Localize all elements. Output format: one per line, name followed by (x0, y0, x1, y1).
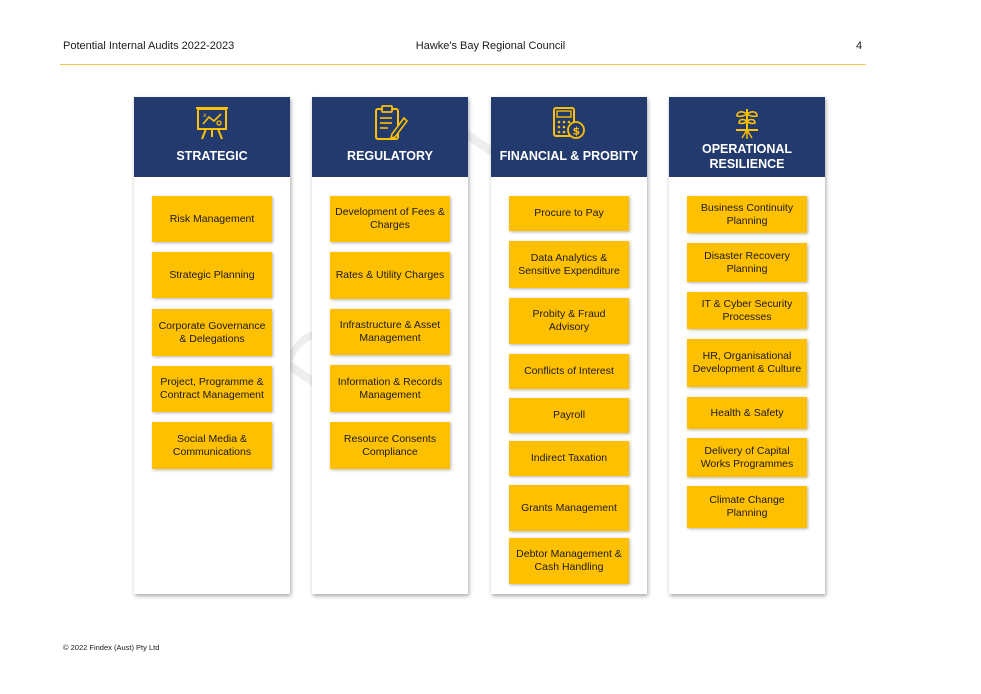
audit-item: Climate Change Planning (687, 486, 807, 528)
audit-item: Delivery of Capital Works Programmes (687, 438, 807, 477)
plant-roots-icon (727, 105, 767, 141)
audit-item: Indirect Taxation (509, 441, 629, 476)
financial-probity-column: $ FINANCIAL & PROBITY Procure to Pay Dat… (491, 97, 647, 594)
audit-item: Data Analytics & Sensitive Expenditure (509, 241, 629, 288)
audit-item: Social Media & Communications (152, 422, 272, 469)
audit-item: Procure to Pay (509, 196, 629, 231)
column-title: STRATEGIC (176, 149, 248, 163)
audit-item: Business Continuity Planning (687, 196, 807, 233)
calculator-dollar-icon: $ (549, 105, 589, 141)
column-title-line-1: OPERATIONAL (701, 142, 793, 156)
audit-item: Debtor Management & Cash Handling (509, 538, 629, 584)
regulatory-header: REGULATORY (312, 97, 468, 177)
audit-item: Development of Fees & Charges (330, 196, 450, 242)
operational-resilience-header: OPERATIONAL RESILIENCE (669, 97, 825, 177)
column-title: REGULATORY (347, 149, 433, 163)
document-title: Potential Internal Audits 2022-2023 (63, 40, 235, 52)
strategy-board-icon: x (192, 105, 232, 141)
audit-item: Conflicts of Interest (509, 354, 629, 389)
operational-resilience-column: OPERATIONAL RESILIENCE Business Continui… (669, 97, 825, 594)
audit-item: Information & Records Management (330, 365, 450, 412)
audit-item: Disaster Recovery Planning (687, 243, 807, 282)
audit-item: Project, Programme & Contract Management (152, 366, 272, 412)
svg-text:$: $ (573, 125, 581, 138)
column-title: FINANCIAL & PROBITY (499, 149, 639, 163)
page-number: 4 (856, 40, 863, 52)
header-divider (60, 64, 866, 65)
audit-item: HR, Organisational Development & Culture (687, 339, 807, 387)
audit-item: Corporate Governance & Delegations (152, 309, 272, 356)
strategic-header: x STRATEGIC (134, 97, 290, 177)
audit-item: Strategic Planning (152, 252, 272, 298)
financial-probity-header: $ FINANCIAL & PROBITY (491, 97, 647, 177)
copyright-notice: © 2022 Findex (Aust) Pty Ltd (63, 643, 160, 652)
clipboard-pen-icon (370, 105, 410, 141)
svg-text:x: x (203, 112, 207, 119)
audit-item: Grants Management (509, 485, 629, 531)
audit-item: Infrastructure & Asset Management (330, 309, 450, 355)
column-title-line-2: RESILIENCE (709, 157, 785, 171)
audit-item: Risk Management (152, 196, 272, 242)
audit-item: IT & Cyber Security Processes (687, 292, 807, 329)
organisation-name: Hawke's Bay Regional Council (415, 40, 566, 52)
audit-item: Rates & Utility Charges (330, 252, 450, 299)
audit-item: Health & Safety (687, 397, 807, 429)
audit-item: Resource Consents Compliance (330, 422, 450, 469)
audit-item: Payroll (509, 398, 629, 433)
audit-item: Probity & Fraud Advisory (509, 298, 629, 344)
strategic-column: x STRATEGIC Risk Management Strategic Pl… (134, 97, 290, 594)
regulatory-column: REGULATORY Development of Fees & Charges… (312, 97, 468, 594)
